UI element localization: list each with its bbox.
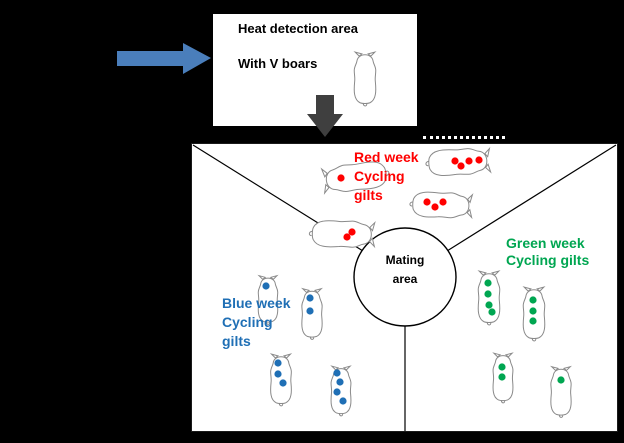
green-week-label: Green week Cycling gilts (506, 235, 589, 269)
estrus-mark-dot (498, 363, 506, 371)
blue-week-label: Blue week Cycling gilts (222, 294, 290, 351)
dotted-divider-line (423, 136, 505, 139)
gilt-pig-icon (408, 190, 473, 220)
estrus-mark-dot (465, 157, 473, 165)
heat-detection-title: Heat detection area (238, 21, 358, 36)
estrus-mark-dot (279, 379, 287, 387)
red-week-label-line: Cycling (354, 168, 405, 184)
gilt-pig-icon (477, 270, 501, 326)
estrus-mark-dot (484, 279, 492, 287)
pig-layer (257, 51, 572, 418)
estrus-mark-dot (439, 198, 447, 206)
estrus-mark-dot (274, 370, 282, 378)
estrus-mark-dot (306, 294, 314, 302)
estrus-mark-dot (557, 376, 565, 384)
estrus-mark-dot (451, 157, 459, 165)
estrus-mark-dot (333, 388, 341, 396)
estrus-mark-dot (431, 203, 439, 211)
estrus-mark-dot (306, 307, 314, 315)
pen-divider-right-line (446, 144, 617, 252)
estrus-mark-dot (484, 290, 492, 298)
heat-detection-box (213, 14, 417, 126)
estrus-mark-dot (336, 378, 344, 386)
gilt-pig-icon (308, 219, 376, 249)
flow-arrow-down (307, 95, 343, 137)
green-week-label-line: Green week (506, 235, 585, 251)
estrus-mark-dot (274, 359, 282, 367)
estrus-mark-dot (333, 369, 341, 377)
green-week-label-line: Cycling gilts (506, 252, 590, 268)
blue-week-label-line: gilts (222, 333, 251, 349)
estrus-mark-dot (423, 198, 431, 206)
estrus-mark-dot (339, 397, 347, 405)
gilt-pig-icon (550, 366, 572, 418)
estrus-mark-dot (529, 296, 537, 304)
estrus-mark-dot (262, 282, 270, 290)
estrus-mark-dot (529, 307, 537, 315)
estrus-mark-dot (348, 228, 356, 236)
flow-arrow-right (117, 43, 211, 74)
mating-area-label: Mating area (355, 251, 455, 289)
estrus-mark-dot (475, 156, 483, 164)
red-week-label-line: Red week (354, 149, 419, 165)
boar-pig-icon (353, 51, 377, 107)
mating-area-circle (353, 227, 457, 327)
blue-week-label-line: Cycling (222, 314, 273, 330)
blue-week-label-line: Blue week (222, 295, 291, 311)
red-week-label-line: gilts (354, 187, 383, 203)
mating-area-label-line: area (392, 272, 418, 286)
estrus-mark-dot (485, 301, 493, 309)
heat-detection-subtitle: With V boars (238, 56, 318, 71)
estrus-mark-dot (343, 233, 351, 241)
red-week-label: Red week Cycling gilts (354, 148, 419, 205)
estrus-mark-dot (498, 373, 506, 381)
estrus-mark-dot (337, 174, 345, 182)
estrus-mark-dot (457, 162, 465, 170)
estrus-mark-dot (529, 317, 537, 325)
mating-area-label-line: Mating (385, 253, 425, 267)
estrus-mark-dot (488, 308, 496, 316)
